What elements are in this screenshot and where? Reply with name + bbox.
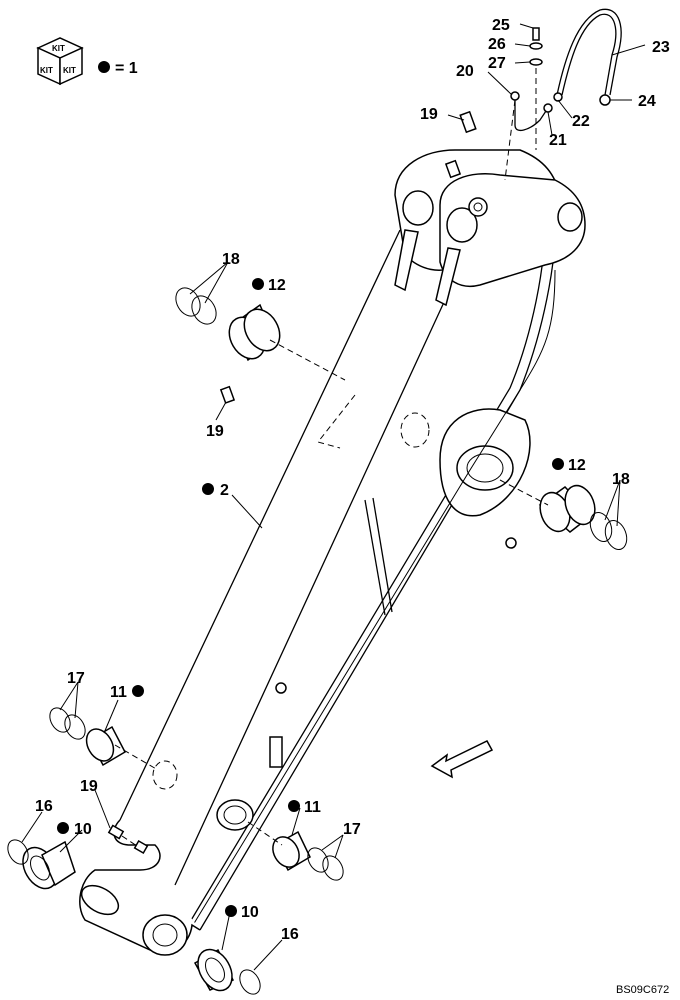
kit-equals-label: = 1 bbox=[115, 60, 138, 77]
kit-dot-2 bbox=[202, 483, 214, 495]
callout-11-right: 11 bbox=[304, 799, 321, 816]
callout-22: 22 bbox=[572, 113, 590, 130]
callout-10-left: 10 bbox=[74, 821, 92, 838]
bushing-11-left bbox=[85, 725, 159, 771]
kit-dot-11-right bbox=[288, 800, 300, 812]
front-direction-arrow-icon bbox=[430, 740, 494, 779]
callout-labels: 25 26 27 20 23 24 22 21 19 18 12 19 12 1… bbox=[35, 17, 670, 943]
kit-dot-10-left bbox=[57, 822, 69, 834]
kit-box-icon: KIT KIT KIT bbox=[36, 37, 84, 86]
o-rings-18-upper bbox=[175, 287, 217, 325]
callout-19-lower: 19 bbox=[80, 778, 98, 795]
callout-21: 21 bbox=[549, 132, 567, 149]
bushing-10-left bbox=[22, 840, 76, 890]
bushing-12-upper bbox=[228, 303, 346, 381]
o-ring-16-left bbox=[7, 839, 29, 865]
callout-16-left: 16 bbox=[35, 798, 53, 815]
boom-arm bbox=[79, 149, 586, 956]
kit-dot-icon bbox=[98, 61, 110, 73]
callout-19-top: 19 bbox=[420, 106, 438, 123]
callout-24: 24 bbox=[638, 93, 656, 110]
kit-left-label: KIT bbox=[40, 66, 53, 75]
grease-nipple-19-upper bbox=[219, 110, 477, 404]
grease-nipple-19-lower bbox=[107, 824, 149, 854]
kit-dot-11-left bbox=[132, 685, 144, 697]
callout-27: 27 bbox=[488, 55, 506, 72]
callout-17-right: 17 bbox=[343, 821, 361, 838]
callout-2: 2 bbox=[220, 482, 229, 499]
kit-dot-12-right bbox=[552, 458, 564, 470]
callout-20: 20 bbox=[456, 63, 474, 80]
leader-lines bbox=[21, 23, 646, 971]
kit-legend: KIT KIT KIT = 1 bbox=[36, 37, 138, 86]
hose-assembly bbox=[504, 8, 622, 181]
o-rings-17-left bbox=[49, 707, 86, 740]
callout-19-mid: 19 bbox=[206, 423, 224, 440]
o-rings-17-right bbox=[307, 847, 344, 881]
callout-17-left: 17 bbox=[67, 670, 85, 687]
bushing-11-right bbox=[247, 821, 311, 872]
bushing-12-right bbox=[499, 479, 596, 533]
callout-18-right: 18 bbox=[612, 471, 630, 488]
callout-11-left: 11 bbox=[110, 684, 127, 701]
callout-26: 26 bbox=[488, 36, 506, 53]
callout-10-right: 10 bbox=[241, 904, 259, 921]
callout-23: 23 bbox=[652, 39, 670, 56]
callout-12-right: 12 bbox=[568, 457, 586, 474]
callout-18-upper: 18 bbox=[222, 251, 240, 268]
drawing-code: BS09C672 bbox=[616, 984, 669, 996]
o-ring-16-right bbox=[239, 969, 261, 995]
callout-12-upper: 12 bbox=[268, 277, 286, 294]
kit-dot-12-upper bbox=[252, 278, 264, 290]
bushing-10-right bbox=[193, 948, 235, 992]
callout-16-right: 16 bbox=[281, 926, 299, 943]
callout-25: 25 bbox=[492, 17, 510, 34]
kit-right-label: KIT bbox=[63, 66, 76, 75]
kit-dot-10-right bbox=[225, 905, 237, 917]
kit-top-label: KIT bbox=[52, 44, 65, 53]
o-rings-18-right bbox=[589, 511, 628, 551]
